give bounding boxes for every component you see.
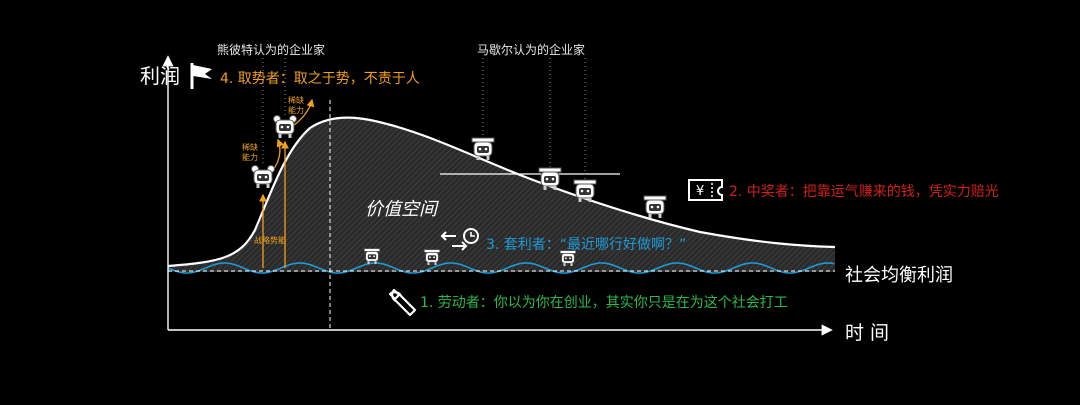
equilibrium-profit-label: 社会均衡利润 — [845, 265, 953, 286]
category-laborer: 1. 劳动者：你以为你在创业，其实你只是在为这个社会打工 — [420, 295, 788, 311]
flag-icon — [190, 63, 212, 89]
robot-icon — [573, 179, 597, 202]
bear-robot-icon — [251, 165, 275, 188]
robot-icon — [363, 248, 381, 264]
robot-icon — [423, 249, 441, 265]
scarce-ability-label-1: 稀缺 能力 — [242, 143, 258, 162]
value-space-area — [168, 117, 835, 272]
robot-icon — [643, 195, 667, 218]
schumpeter-label: 熊彼特认为的企业家 — [217, 43, 326, 57]
value-space-label: 价值空间 — [365, 199, 437, 220]
y-axis-label: 利润 — [140, 64, 180, 88]
scarce-ability-label-2: 稀缺 能力 — [288, 96, 304, 115]
lottery-ticket-icon: ¥ — [688, 179, 723, 201]
category-trend-taker: 4. 取势者：取之于势，不责于人 — [220, 71, 420, 87]
bear-robot-icon — [273, 115, 297, 138]
category-arbitrageur: 3. 套利者：“最近哪行好做啊？” — [486, 237, 687, 253]
marshall-label: 马歇尔认为的企业家 — [477, 43, 586, 57]
x-axis-label: 时 间 — [845, 322, 890, 344]
leader-lines — [262, 58, 586, 180]
wrench-icon — [388, 288, 417, 317]
entrepreneur-robots — [251, 115, 667, 266]
profit-curve — [167, 116, 836, 268]
category-lottery-winner: 2. 中奖者：把靠运气赚来的钱，凭实力赔光 — [729, 184, 999, 200]
strategic-momentum-label: 战略势能 — [254, 236, 286, 245]
robot-icon — [471, 137, 495, 160]
arbitrage-clock-icon — [440, 228, 479, 251]
robot-icon — [538, 167, 562, 190]
robot-icon — [559, 250, 577, 266]
svg-text:¥: ¥ — [696, 184, 704, 199]
